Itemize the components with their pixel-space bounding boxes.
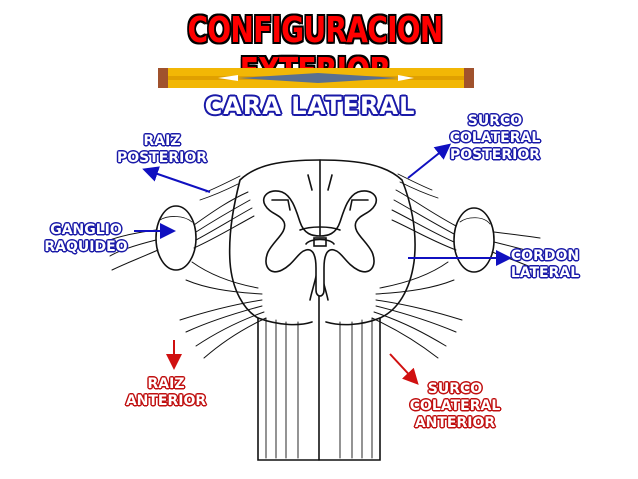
title-underline-bar bbox=[158, 68, 474, 88]
label-ganglio-raquideo: GANGLIO RAQUIDEO bbox=[44, 222, 128, 255]
title-block: CONFIGURACION EXTERIOR bbox=[150, 10, 480, 92]
arrow-surco-colateral-posterior bbox=[407, 143, 452, 179]
arrow-raiz-posterior bbox=[142, 166, 211, 193]
diagram-subtitle: CARA LATERAL bbox=[204, 92, 416, 120]
label-raiz-anterior: RAIZ ANTERIOR bbox=[125, 376, 207, 409]
label-raiz-posterior: RAIZ POSTERIOR bbox=[116, 133, 208, 166]
arrow-surco-colateral-anterior bbox=[389, 353, 419, 385]
label-surco-colateral-posterior: SURCO COLATERAL POSTERIOR bbox=[449, 113, 541, 163]
label-surco-colateral-anterior: SURCO COLATERAL ANTERIOR bbox=[409, 381, 501, 431]
label-cordon-lateral: CORDON LATERAL bbox=[510, 248, 580, 281]
